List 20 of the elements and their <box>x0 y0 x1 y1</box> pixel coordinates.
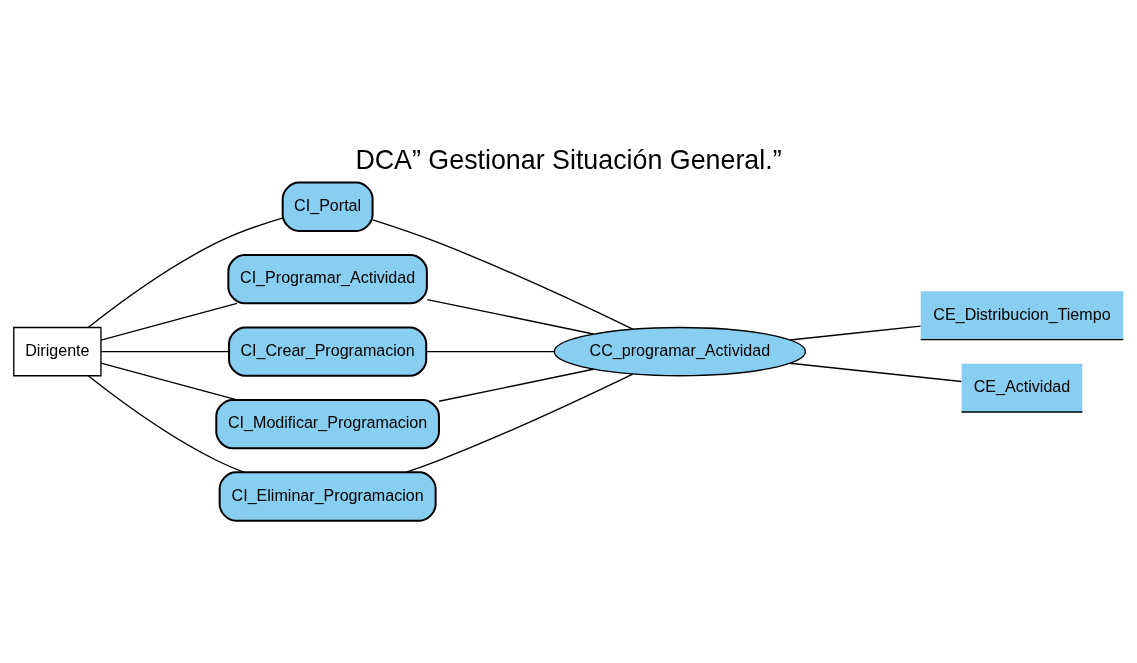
node-box: Dirigente <box>13 326 102 377</box>
diagram-title: DCA” Gestionar Situación General.” <box>355 145 782 176</box>
node-box: CI_Portal <box>281 181 374 232</box>
connector <box>789 362 962 383</box>
connector <box>438 368 594 402</box>
connector <box>405 373 634 473</box>
node-ellipse: CC_programar_Actividad <box>553 326 807 377</box>
connector <box>87 375 245 473</box>
connector <box>87 217 283 328</box>
node-box: CI_Crear_Programacion <box>228 326 428 377</box>
connector <box>789 325 922 341</box>
node-box: CI_Eliminar_Programacion <box>218 471 437 522</box>
node-box: CI_Modificar_Programacion <box>215 398 440 450</box>
connector <box>372 219 634 330</box>
connector <box>100 362 238 401</box>
connector <box>100 302 238 341</box>
connector <box>100 350 230 353</box>
connector <box>425 350 555 353</box>
node-box: CI_Programar_Actividad <box>227 254 428 305</box>
connector <box>426 298 595 335</box>
